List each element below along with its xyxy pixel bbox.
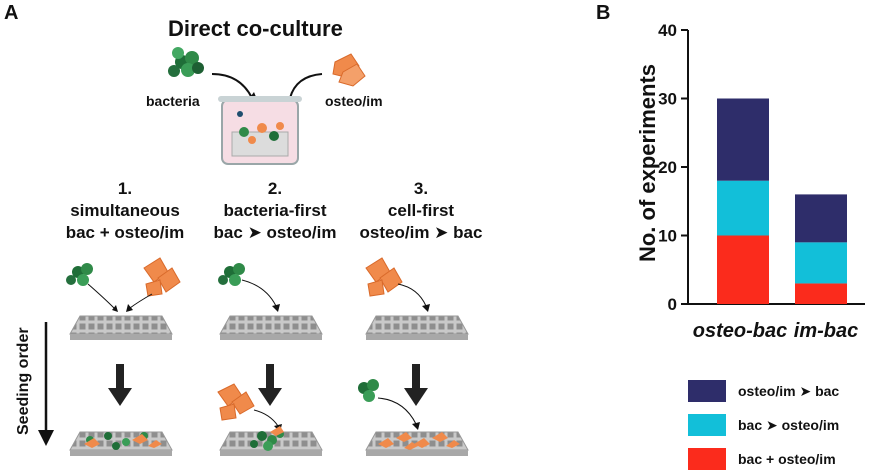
legend-swatch [688, 448, 726, 470]
legend-label: bac ➤ osteo/im [738, 416, 840, 433]
scenario-2-heading: 2. bacteria-first bac ➤ osteo/im [200, 178, 350, 244]
scenario-3-diagram [358, 257, 469, 456]
legend-label: bac + osteo/im [738, 451, 836, 467]
scenario-2-line1: bacteria-first [223, 201, 327, 220]
panel-a-letter: A [4, 2, 19, 24]
bar-segment-osteo-bac-bacteria-first [717, 180, 769, 236]
bacteria-label: bacteria [146, 93, 200, 109]
legend-swatch [688, 380, 726, 402]
x-category-im-bac: im-bac [793, 320, 859, 342]
co-culture-illustration [168, 47, 366, 165]
scenario-3-line1: cell-first [387, 201, 455, 220]
culture-beaker-icon [218, 96, 302, 165]
bacteria-cluster-icon [168, 47, 204, 77]
y-tick-label: 30 [658, 90, 677, 109]
bar-segment-osteo-bac-cell-first [717, 98, 769, 181]
y-tick-label: 20 [658, 158, 677, 177]
scenario-2-diagram [217, 263, 323, 456]
legend-item-cell-first: osteo/im ➤ bac [688, 380, 839, 402]
y-tick-label: 0 [668, 295, 677, 314]
scenario-1-line1: simultaneous [70, 201, 180, 220]
scenario-1-diagram [66, 257, 181, 456]
stacked-bar-chart: 0 10 20 30 40 [658, 21, 865, 314]
x-category-osteo-bac: osteo-bac [692, 320, 788, 342]
scenario-1-heading: 1. simultaneous bac + osteo/im [50, 178, 200, 244]
scenario-3-number: 3. [413, 179, 429, 198]
scenario-3-heading: 3. cell-first osteo/im ➤ bac [346, 178, 496, 244]
osteo-cells-icon [332, 53, 366, 87]
panel-b-letter: B [596, 2, 611, 24]
bar-segment-osteo-bac-simultaneous [717, 235, 769, 304]
legend-label: osteo/im ➤ bac [738, 382, 840, 399]
bar-segment-im-bac-simultaneous [795, 283, 847, 304]
seeding-order-label: Seeding order [15, 327, 32, 435]
y-tick-label: 10 [658, 227, 677, 246]
legend-item-bacteria-first: bac ➤ osteo/im [688, 414, 839, 436]
scenario-2-number: 2. [267, 179, 283, 198]
legend-swatch [688, 414, 726, 436]
panel-a-title: Direct co-culture [168, 16, 343, 41]
seeding-scenarios-illustration [66, 257, 469, 456]
scenario-3-line2: osteo/im ➤ bac [359, 223, 483, 242]
scenario-1-number: 1. [117, 179, 133, 198]
bar-segment-im-bac-cell-first [795, 194, 847, 243]
cells-label: osteo/im [325, 93, 383, 109]
y-tick-label: 40 [658, 21, 677, 40]
legend-item-simultaneous: bac + osteo/im [688, 448, 839, 470]
seeding-order-arrow [38, 322, 54, 446]
scenario-1-line2: bac + osteo/im [65, 223, 185, 242]
bar-segment-im-bac-bacteria-first [795, 242, 847, 284]
scenario-2-line2: bac ➤ osteo/im [213, 223, 337, 242]
chart-legend: osteo/im ➤ bac bac ➤ osteo/im bac + oste… [688, 380, 839, 470]
